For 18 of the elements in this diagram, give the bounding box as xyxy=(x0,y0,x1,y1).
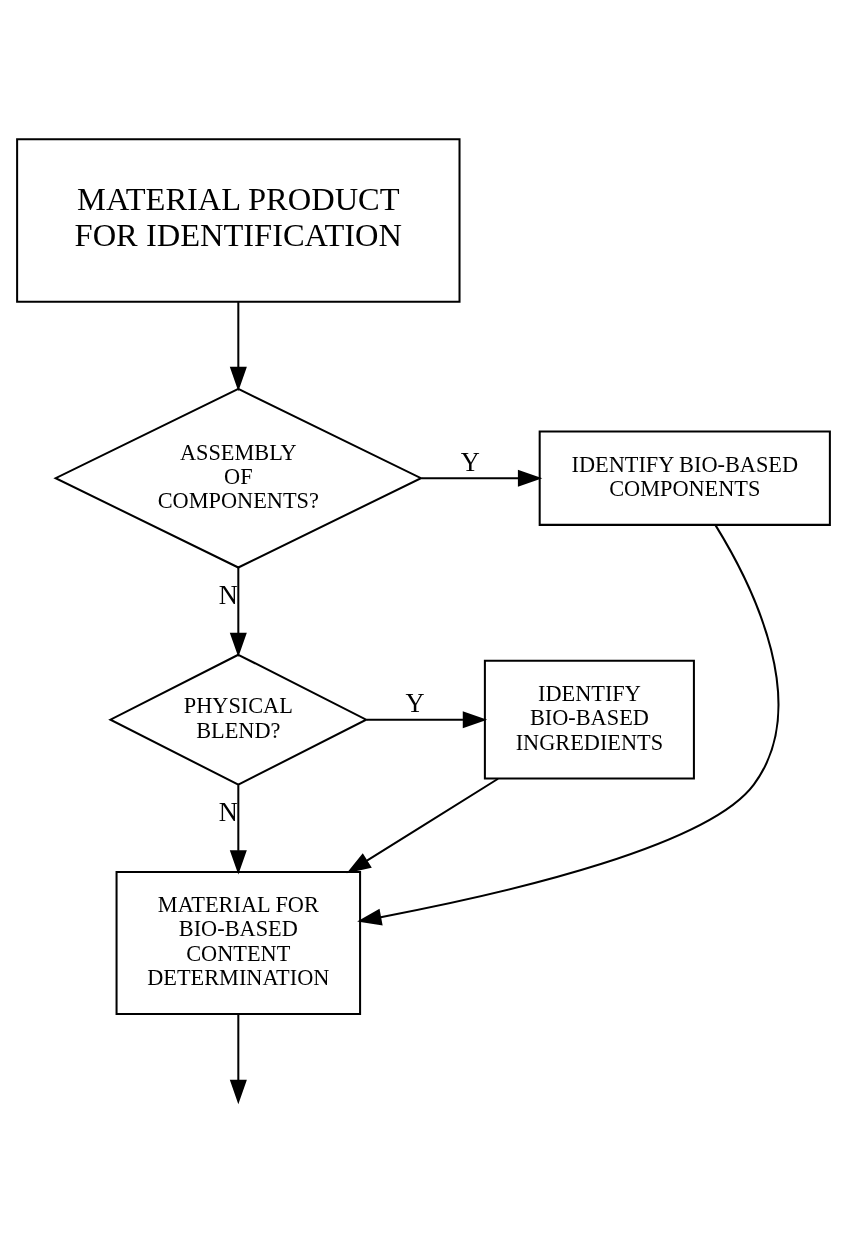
arrow xyxy=(366,710,487,728)
node-box: MATERIAL FOR BIO-BASED CONTENT DETERMINATION xyxy=(115,870,361,1015)
arrow xyxy=(229,1014,247,1104)
node-box: IDENTIFY BIO-BASED COMPONENTS xyxy=(538,430,831,526)
arrow xyxy=(346,777,499,873)
arrow xyxy=(229,301,247,391)
arrow xyxy=(229,567,247,657)
node-diamond: ASSEMBLY OF COMPONENTS? xyxy=(52,387,423,569)
node-box: IDENTIFY BIO-BASED INGREDIENTS xyxy=(483,659,695,780)
edge-label: Y xyxy=(460,446,480,477)
edge-label: N xyxy=(218,796,238,827)
edge-label: Y xyxy=(405,687,425,718)
edge-label: N xyxy=(218,579,238,610)
arrow xyxy=(356,524,779,925)
arrow xyxy=(420,469,542,487)
node-box: MATERIAL PRODUCT FOR IDENTIFICATION xyxy=(15,137,461,303)
node-diamond: PHYSICAL BLEND? xyxy=(107,653,368,786)
arrow xyxy=(229,784,247,875)
